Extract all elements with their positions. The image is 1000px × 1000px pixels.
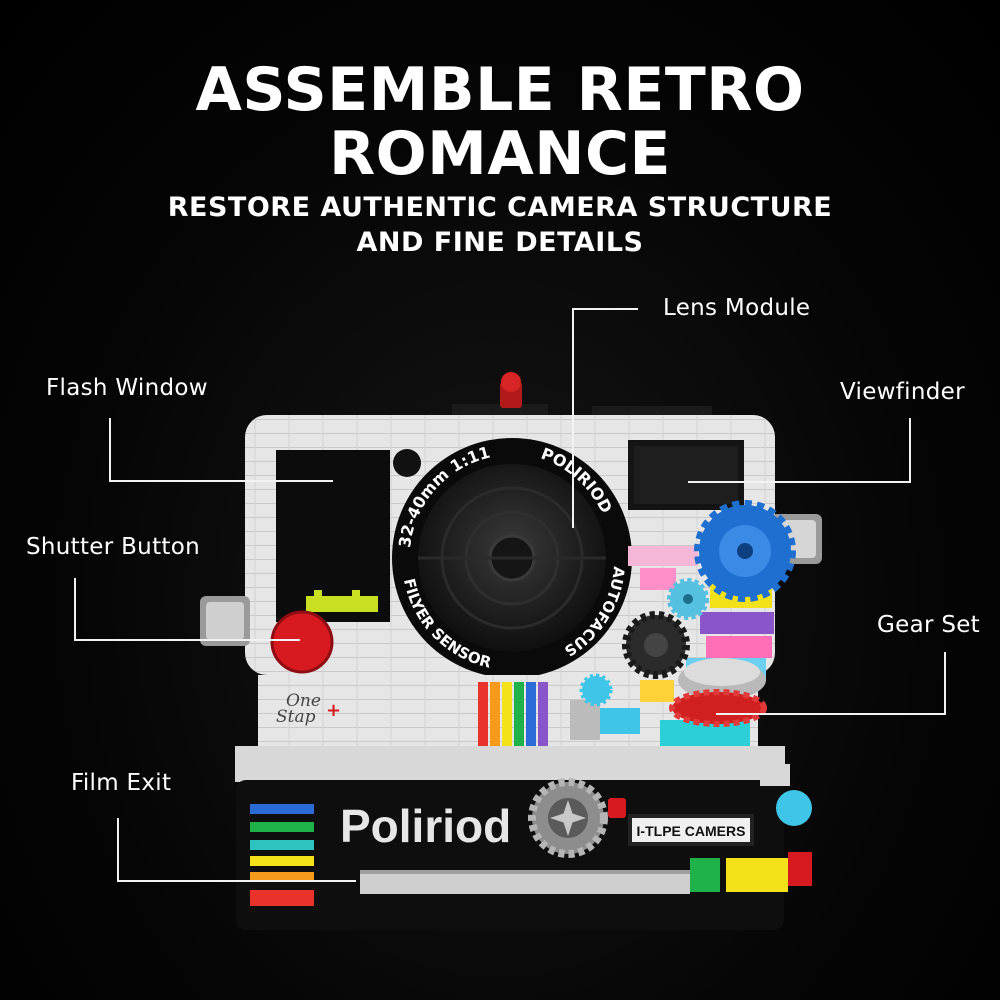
gear-cyan-small (579, 673, 613, 707)
flash-window (276, 450, 390, 622)
gear-dark (622, 611, 690, 679)
rainbow-stripes (478, 682, 548, 748)
leader-gear-set (716, 652, 946, 715)
label-shutter-button: Shutter Button (26, 534, 200, 560)
label-flash-window: Flash Window (46, 375, 208, 401)
leader-lens-module (572, 308, 638, 528)
camera-base-band (235, 746, 785, 782)
gear-blue (694, 500, 796, 602)
subtitle-line-1: RESTORE AUTHENTIC CAMERA STRUCTURE (167, 192, 833, 223)
svg-text:+: + (326, 700, 341, 721)
shutter-button (272, 612, 332, 672)
label-gear-set: Gear Set (877, 612, 981, 638)
mechanism-bricks (570, 546, 774, 746)
page-subtitle: RESTORE AUTHENTIC CAMERA STRUCTURE AND F… (0, 190, 1000, 260)
leader-viewfinder (688, 418, 911, 483)
page-title: ASSEMBLE RETRO ROMANCE (0, 58, 1000, 186)
model-plate: I-TLPE CAMERS (628, 814, 754, 846)
top-plate (452, 404, 548, 418)
subtitle-line-2: AND FINE DETAILS (356, 227, 644, 258)
leader-flash-window (109, 418, 333, 482)
base-side-bricks (690, 764, 812, 892)
logo-script-line-1: One (286, 691, 321, 711)
brand-logo: Poliriod (340, 800, 511, 852)
cog-emblem (528, 778, 608, 858)
gear-red (669, 689, 767, 727)
logo-script-line-2: Stap (276, 707, 316, 727)
label-lens-module: Lens Module (663, 295, 811, 321)
label-viewfinder: Viewfinder (840, 379, 965, 405)
label-film-exit: Film Exit (71, 770, 172, 796)
title-line-2: ROMANCE (328, 119, 672, 189)
flash-hotshoe (500, 372, 522, 408)
leader-shutter-button (74, 578, 300, 641)
left-side-knob (200, 596, 250, 646)
leader-film-exit (117, 818, 356, 882)
gear-silver (678, 658, 766, 700)
base-color-stripes (250, 804, 314, 906)
model-plate-text: I-TLPE CAMERS (637, 823, 746, 839)
gear-teal-small (667, 578, 709, 620)
title-line-1: ASSEMBLE RETRO (195, 55, 805, 125)
